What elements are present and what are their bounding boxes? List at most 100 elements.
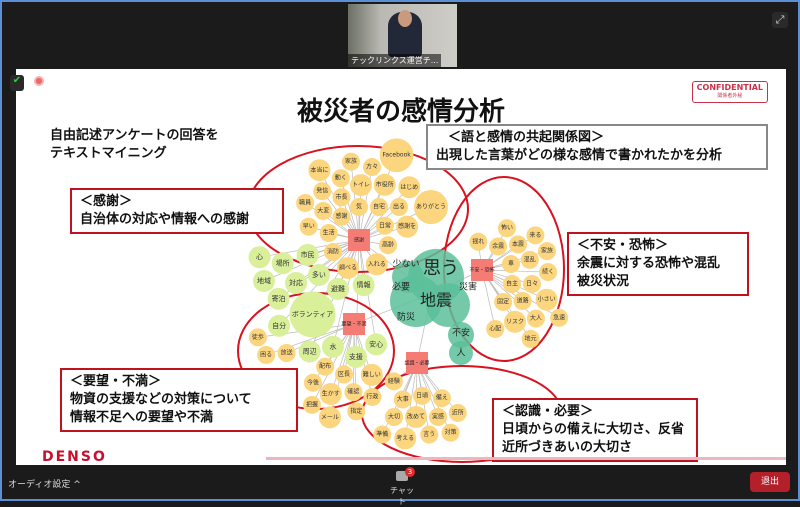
callout-text: 近所づきあいの大切さ bbox=[502, 440, 633, 455]
word-bubble bbox=[296, 243, 319, 266]
word-label: 改めて bbox=[407, 413, 425, 421]
word-bubble bbox=[373, 425, 392, 444]
word-bubble bbox=[539, 263, 558, 282]
center-word-label: 防災 bbox=[397, 311, 415, 323]
word-bubble bbox=[352, 274, 375, 297]
callout-anxiety: ＜不安・恐怖＞ 余震に対する恐怖や混乱 被災状況 bbox=[567, 232, 749, 296]
center-word-label: 人 bbox=[456, 348, 465, 359]
word-bubble bbox=[375, 216, 394, 235]
word-bubble bbox=[350, 174, 373, 197]
center-word-label: 不安 bbox=[452, 327, 470, 339]
word-bubble bbox=[429, 408, 447, 426]
intro-line: 自由記述アンケートの回答を bbox=[50, 128, 219, 143]
word-bubble bbox=[248, 328, 267, 347]
callout-heading: ＜要望・不満＞ bbox=[70, 374, 162, 389]
word-label: 準備 bbox=[376, 430, 388, 438]
confidential-sub: 関係者外秘 bbox=[717, 93, 743, 99]
word-bubble bbox=[486, 319, 505, 338]
word-label: メール bbox=[321, 414, 339, 421]
word-bubble bbox=[535, 288, 558, 311]
word-label: 車 bbox=[508, 260, 514, 268]
center-word-label: 災害 bbox=[459, 281, 477, 293]
chat-icon bbox=[396, 471, 408, 481]
word-bubble bbox=[332, 188, 351, 207]
word-label: Facebook bbox=[383, 152, 412, 159]
word-label: 日々 bbox=[526, 281, 538, 288]
word-label: 本震 bbox=[512, 240, 524, 248]
recording-icon[interactable] bbox=[34, 76, 44, 86]
word-label: 自宅 bbox=[373, 203, 385, 211]
word-label: 水 bbox=[329, 342, 336, 351]
expand-icon[interactable]: ⤢ bbox=[772, 12, 788, 28]
word-bubble bbox=[396, 215, 419, 238]
chat-button[interactable]: 3 チャット bbox=[387, 467, 417, 507]
word-bubble bbox=[302, 395, 321, 414]
center-word-label: 必要 bbox=[392, 281, 410, 293]
word-bubble bbox=[299, 217, 318, 236]
word-bubble bbox=[390, 198, 408, 216]
word-label: 早い bbox=[303, 223, 315, 230]
word-bubble bbox=[313, 182, 332, 201]
word-bubble bbox=[379, 236, 398, 255]
word-bubble bbox=[268, 314, 291, 337]
word-bubble bbox=[379, 138, 414, 173]
word-label: 支援 bbox=[349, 352, 363, 361]
word-label: 大切 bbox=[388, 413, 400, 421]
participant-name: テックリンクス運営チ... bbox=[348, 54, 442, 67]
word-bubble bbox=[365, 253, 388, 276]
word-bubble bbox=[335, 365, 354, 384]
participant-video[interactable]: テックリンクス運営チ... bbox=[348, 4, 457, 67]
word-bubble bbox=[509, 235, 528, 254]
word-bubble bbox=[526, 226, 545, 245]
word-bubble bbox=[489, 237, 508, 256]
word-bubble bbox=[344, 345, 367, 368]
word-label: 周辺 bbox=[303, 347, 317, 355]
word-label: 対策 bbox=[445, 428, 457, 436]
hubs bbox=[343, 229, 493, 374]
word-label: 考える bbox=[396, 434, 414, 442]
center-word-label: 少ない bbox=[392, 259, 419, 270]
word-label: 難しい bbox=[363, 370, 381, 378]
word-label: 職員 bbox=[299, 198, 311, 206]
edge-line bbox=[330, 323, 355, 395]
word-bubble bbox=[550, 308, 569, 327]
word-bubble bbox=[347, 402, 366, 421]
intro-line: テキストマイニング bbox=[50, 146, 167, 161]
word-bubble bbox=[420, 425, 439, 444]
callout-text: 情報不足への要望や不満 bbox=[70, 410, 214, 425]
callout-thanks: ＜感謝＞ 自治体の対応や情報への感謝 bbox=[70, 188, 284, 234]
hub-node bbox=[471, 259, 493, 281]
word-label: 方々 bbox=[366, 163, 378, 171]
word-label: 続く bbox=[542, 268, 554, 276]
shield-icon[interactable]: ✔ bbox=[10, 75, 24, 91]
audio-settings-button[interactable]: オーディオ設定 ^ bbox=[8, 480, 81, 490]
word-label: 来る bbox=[529, 232, 541, 239]
word-label: トイレ bbox=[352, 182, 370, 189]
word-label: 区長 bbox=[338, 371, 350, 378]
word-label: 地元 bbox=[525, 334, 537, 342]
hub-node bbox=[343, 313, 365, 335]
word-label: 心 bbox=[256, 253, 263, 261]
word-bubble bbox=[413, 386, 432, 405]
speaker-head bbox=[398, 10, 412, 27]
word-label: 経験 bbox=[388, 377, 400, 385]
callout-text: 日頃からの備えに大切さ、反省 bbox=[502, 422, 685, 437]
word-label: 情報 bbox=[357, 280, 371, 289]
word-label: 入れる bbox=[368, 261, 386, 268]
word-label: 市長 bbox=[336, 193, 348, 201]
leave-button[interactable]: 退出 bbox=[750, 472, 790, 492]
callout-heading: ＜不安・恐怖＞ bbox=[577, 238, 669, 253]
word-label: 困る bbox=[260, 351, 272, 358]
word-label: 高齢 bbox=[382, 241, 394, 249]
word-label: 怖い bbox=[501, 224, 513, 232]
shared-slide: 気自宅感謝市長トイレ日常市役所動く大変出る生活発信方々家族感謝を高齢消防本当には… bbox=[16, 69, 786, 465]
word-bubble bbox=[253, 270, 275, 292]
word-label: 徒歩 bbox=[252, 333, 264, 341]
callout-heading: ＜感謝＞ bbox=[80, 194, 133, 209]
word-label: 生かす bbox=[322, 390, 340, 398]
center-word-label: 地震 bbox=[420, 291, 452, 310]
word-bubble bbox=[257, 345, 276, 364]
word-bubble bbox=[314, 202, 333, 221]
word-label: 大人 bbox=[530, 314, 542, 322]
word-bubble bbox=[308, 159, 331, 182]
